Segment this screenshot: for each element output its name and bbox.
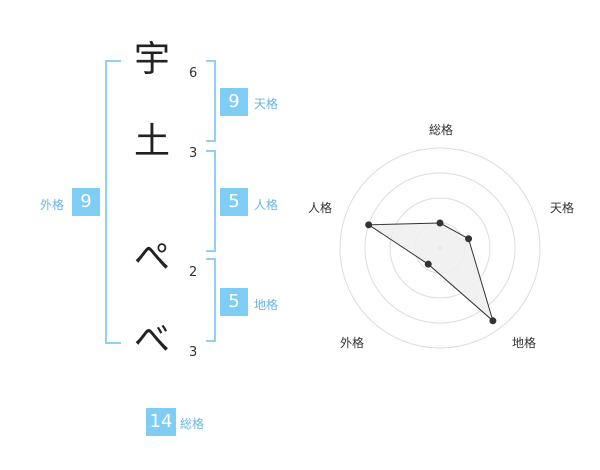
radar-ring xyxy=(389,197,491,299)
jinkaku-label: 人格 xyxy=(254,198,279,212)
soukaku-label: 総格 xyxy=(180,417,205,431)
radar-ring xyxy=(339,147,541,349)
jinkaku-bracket xyxy=(206,150,216,252)
stroke-count-1: 6 xyxy=(189,66,198,81)
radar-label-soukaku: 総格 xyxy=(428,123,453,137)
chikaku-value: 5 xyxy=(220,288,248,316)
tenkaku-value: 9 xyxy=(220,88,248,116)
stroke-count-2: 3 xyxy=(189,146,198,161)
chikaku-bracket xyxy=(206,258,216,342)
radar-point-3 xyxy=(489,317,497,325)
gaikaku-value: 9 xyxy=(72,188,100,216)
radar-point-5 xyxy=(365,221,373,229)
radar-point-2 xyxy=(465,235,473,243)
stroke-count-4: 3 xyxy=(189,345,198,360)
radar-label-chikaku: 地格 xyxy=(511,336,536,350)
radar-series-polygon xyxy=(367,222,494,323)
tenkaku-label: 天格 xyxy=(254,97,279,111)
gaikaku-label: 外格 xyxy=(40,198,65,212)
gaikaku-bracket xyxy=(105,60,121,344)
radar-point-1 xyxy=(436,219,444,227)
radar-label-tenkaku: 天格 xyxy=(549,201,574,215)
name-char-4: べ xyxy=(133,319,170,360)
name-char-3: ぺ xyxy=(133,237,170,278)
chikaku-label: 地格 xyxy=(254,298,279,312)
radar-label-gaikaku: 外格 xyxy=(339,336,364,350)
radar-ring xyxy=(364,172,516,324)
radar-chart xyxy=(339,147,541,349)
name-char-2: 土 xyxy=(133,121,170,162)
stroke-count-3: 2 xyxy=(189,265,198,280)
jinkaku-value: 5 xyxy=(220,188,248,216)
radar-point-4 xyxy=(424,260,432,268)
tenkaku-bracket xyxy=(206,60,216,142)
radar-label-jinkaku: 人格 xyxy=(307,201,332,215)
soukaku-value: 14 xyxy=(146,408,176,436)
name-char-1: 宇 xyxy=(133,39,170,80)
